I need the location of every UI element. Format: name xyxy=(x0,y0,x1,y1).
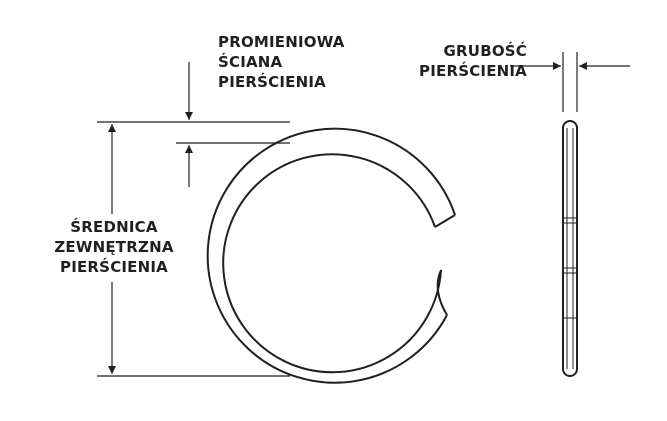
radial-wall-label-line-1: PROMIENIOWA xyxy=(218,33,345,51)
ring-inner-edge xyxy=(222,153,442,374)
thickness-label: GRUBOŚĆ PIERŚCIENIA xyxy=(397,41,527,81)
ring-side-view xyxy=(562,120,578,377)
ring-side-profile xyxy=(562,120,578,377)
outer-diameter-label-line-1: ŚREDNICA xyxy=(70,218,158,236)
ring-upper-end xyxy=(434,214,456,228)
radial-wall-dimension xyxy=(176,62,290,187)
ring-outer-edge xyxy=(206,127,456,384)
thickness-label-line-2: PIERŚCIENIA xyxy=(419,62,527,80)
radial-wall-label: PROMIENIOWA ŚCIANA PIERŚCIENIA xyxy=(218,32,345,92)
thickness-dimension xyxy=(510,52,630,112)
ring-lower-end xyxy=(436,269,448,316)
ring-front-view xyxy=(206,127,456,384)
outer-diameter-dimension xyxy=(97,121,290,377)
thickness-label-line-1: GRUBOŚĆ xyxy=(443,42,527,60)
outer-diameter-label-line-3: PIERŚCIENIA xyxy=(60,258,168,276)
radial-wall-label-line-3: PIERŚCIENIA xyxy=(218,73,326,91)
outer-diameter-label: ŚREDNICA ZEWNĘTRZNA PIERŚCIENIA xyxy=(48,217,180,277)
outer-diameter-label-line-2: ZEWNĘTRZNA xyxy=(54,238,174,256)
radial-wall-label-line-2: ŚCIANA xyxy=(218,53,283,71)
